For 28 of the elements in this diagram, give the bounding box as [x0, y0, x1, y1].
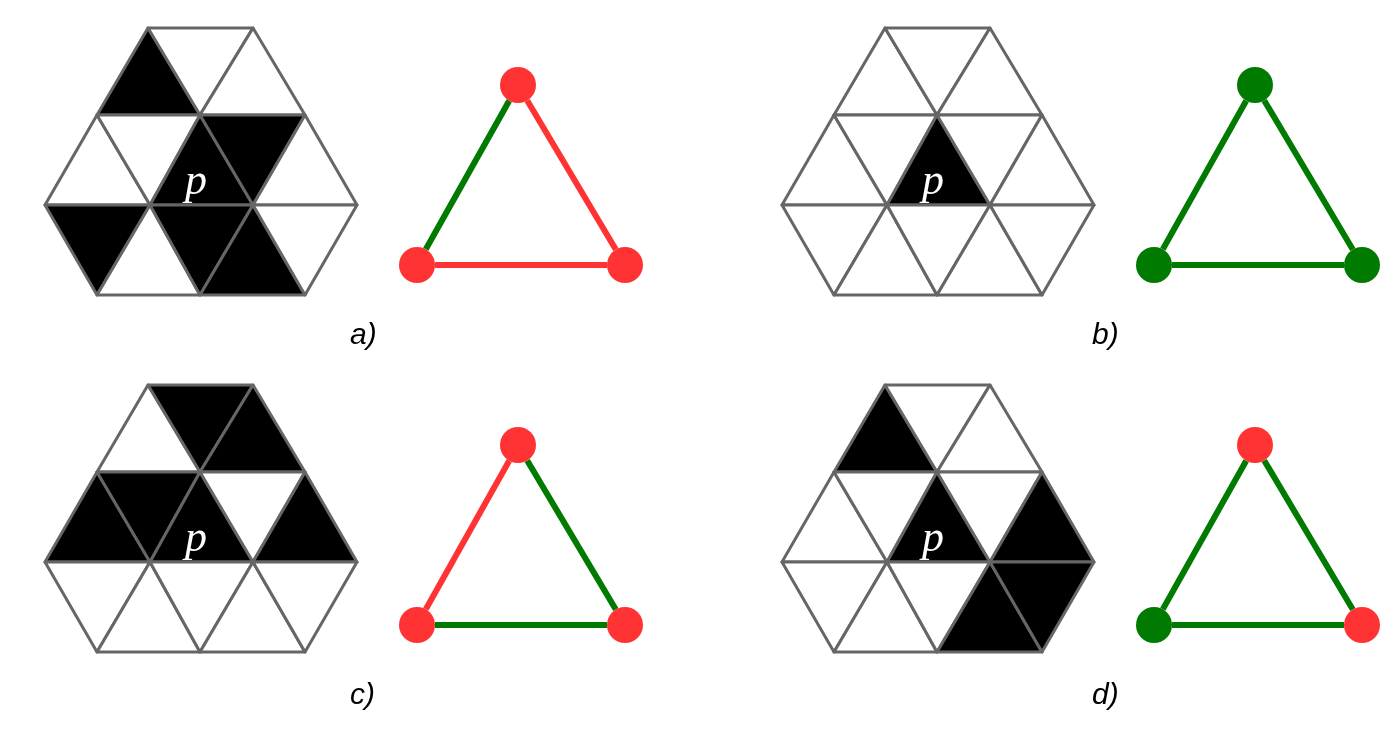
vertex-dot	[607, 247, 643, 283]
panel-label: a)	[350, 318, 377, 350]
graph-edge	[1261, 458, 1356, 612]
graph-edge	[435, 622, 607, 628]
graph-edge	[423, 99, 512, 251]
panel-label: b)	[1092, 318, 1119, 350]
vertex-dot	[500, 427, 536, 463]
vertex-dot	[607, 607, 643, 643]
vertex-dot	[1237, 427, 1273, 463]
graph-edge	[1172, 622, 1344, 628]
graph-edge	[524, 98, 619, 252]
graph-edge	[524, 458, 619, 612]
vertex-dot	[399, 607, 435, 643]
graph-edge	[1160, 99, 1249, 251]
panel-label: d)	[1092, 678, 1119, 710]
graph-edge	[423, 459, 512, 611]
graph-edge	[1172, 262, 1344, 268]
vertex-dot	[399, 247, 435, 283]
vertex-dot	[1136, 607, 1172, 643]
vertex-dot	[1344, 607, 1380, 643]
graph-edge	[435, 262, 607, 268]
vertex-dot	[1237, 67, 1273, 103]
graph-edge	[1160, 459, 1249, 611]
vertex-dot	[1136, 247, 1172, 283]
panel-label: c)	[350, 678, 375, 710]
graph-edge	[1261, 98, 1356, 252]
vertex-dot	[500, 67, 536, 103]
vertex-dot	[1344, 247, 1380, 283]
